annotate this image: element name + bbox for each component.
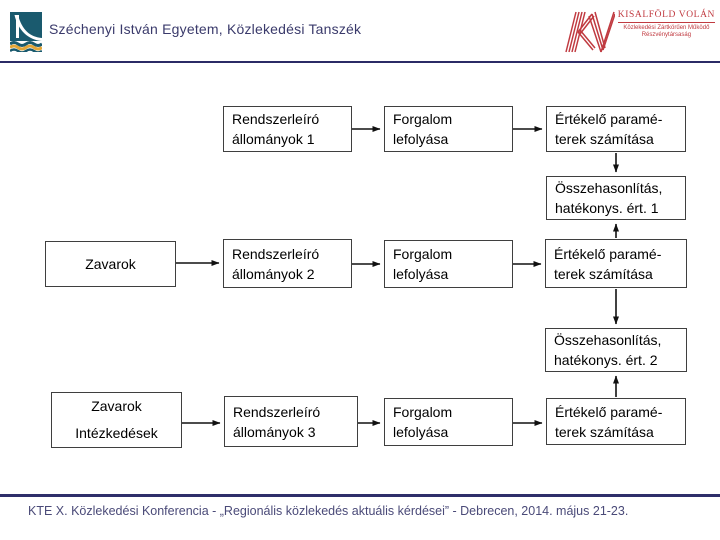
node-rendszerleiro-allomanyok-3: Rendszerleíró állományok 3: [224, 396, 358, 447]
node-ertekelo-parameterek-3: Értékelő paramé- terek számítása: [546, 398, 686, 445]
footer-text: KTE X. Közlekedési Konferencia - „Region…: [28, 504, 629, 518]
node-osszehasonlitas-2: Összehasonlítás, hatékonys. ért. 2: [545, 328, 687, 372]
volan-kv-icon: [565, 11, 615, 53]
header-title: Széchenyi István Egyetem, Közlekedési Ta…: [49, 21, 362, 37]
university-logo-icon: [10, 12, 42, 52]
partner-logo: KISALFÖLD VOLÁN Közlekedési Zártkörűen M…: [565, 10, 715, 54]
header-divider: [0, 61, 720, 63]
partner-logo-subtitle: Közlekedési Zártkörűen Működő Részvénytá…: [623, 25, 710, 38]
node-osszehasonlitas-1: Összehasonlítás, hatékonys. ért. 1: [546, 176, 686, 220]
node-zavarok-intezkedesek: Zavarok Intézkedések: [51, 392, 182, 448]
node-rendszerleiro-allomanyok-1: Rendszerleíró állományok 1: [223, 106, 352, 152]
node-rendszerleiro-allomanyok-2: Rendszerleíró állományok 2: [223, 239, 352, 288]
node-forgalom-lefolyasa-1: Forgalom lefolyása: [384, 106, 513, 152]
node-forgalom-lefolyasa-2: Forgalom lefolyása: [384, 240, 513, 288]
footer-divider: [0, 494, 720, 497]
node-ertekelo-parameterek-2: Értékelő paramé- terek számítása: [545, 239, 687, 288]
partner-logo-text: KISALFÖLD VOLÁN Közlekedési Zártkörűen M…: [617, 10, 715, 39]
node-ertekelo-parameterek-1: Értékelő paramé- terek számítása: [546, 106, 686, 152]
partner-logo-name: KISALFÖLD VOLÁN: [617, 10, 715, 23]
node-forgalom-lefolyasa-3: Forgalom lefolyása: [384, 398, 513, 446]
node-zavarok: Zavarok: [45, 241, 176, 287]
